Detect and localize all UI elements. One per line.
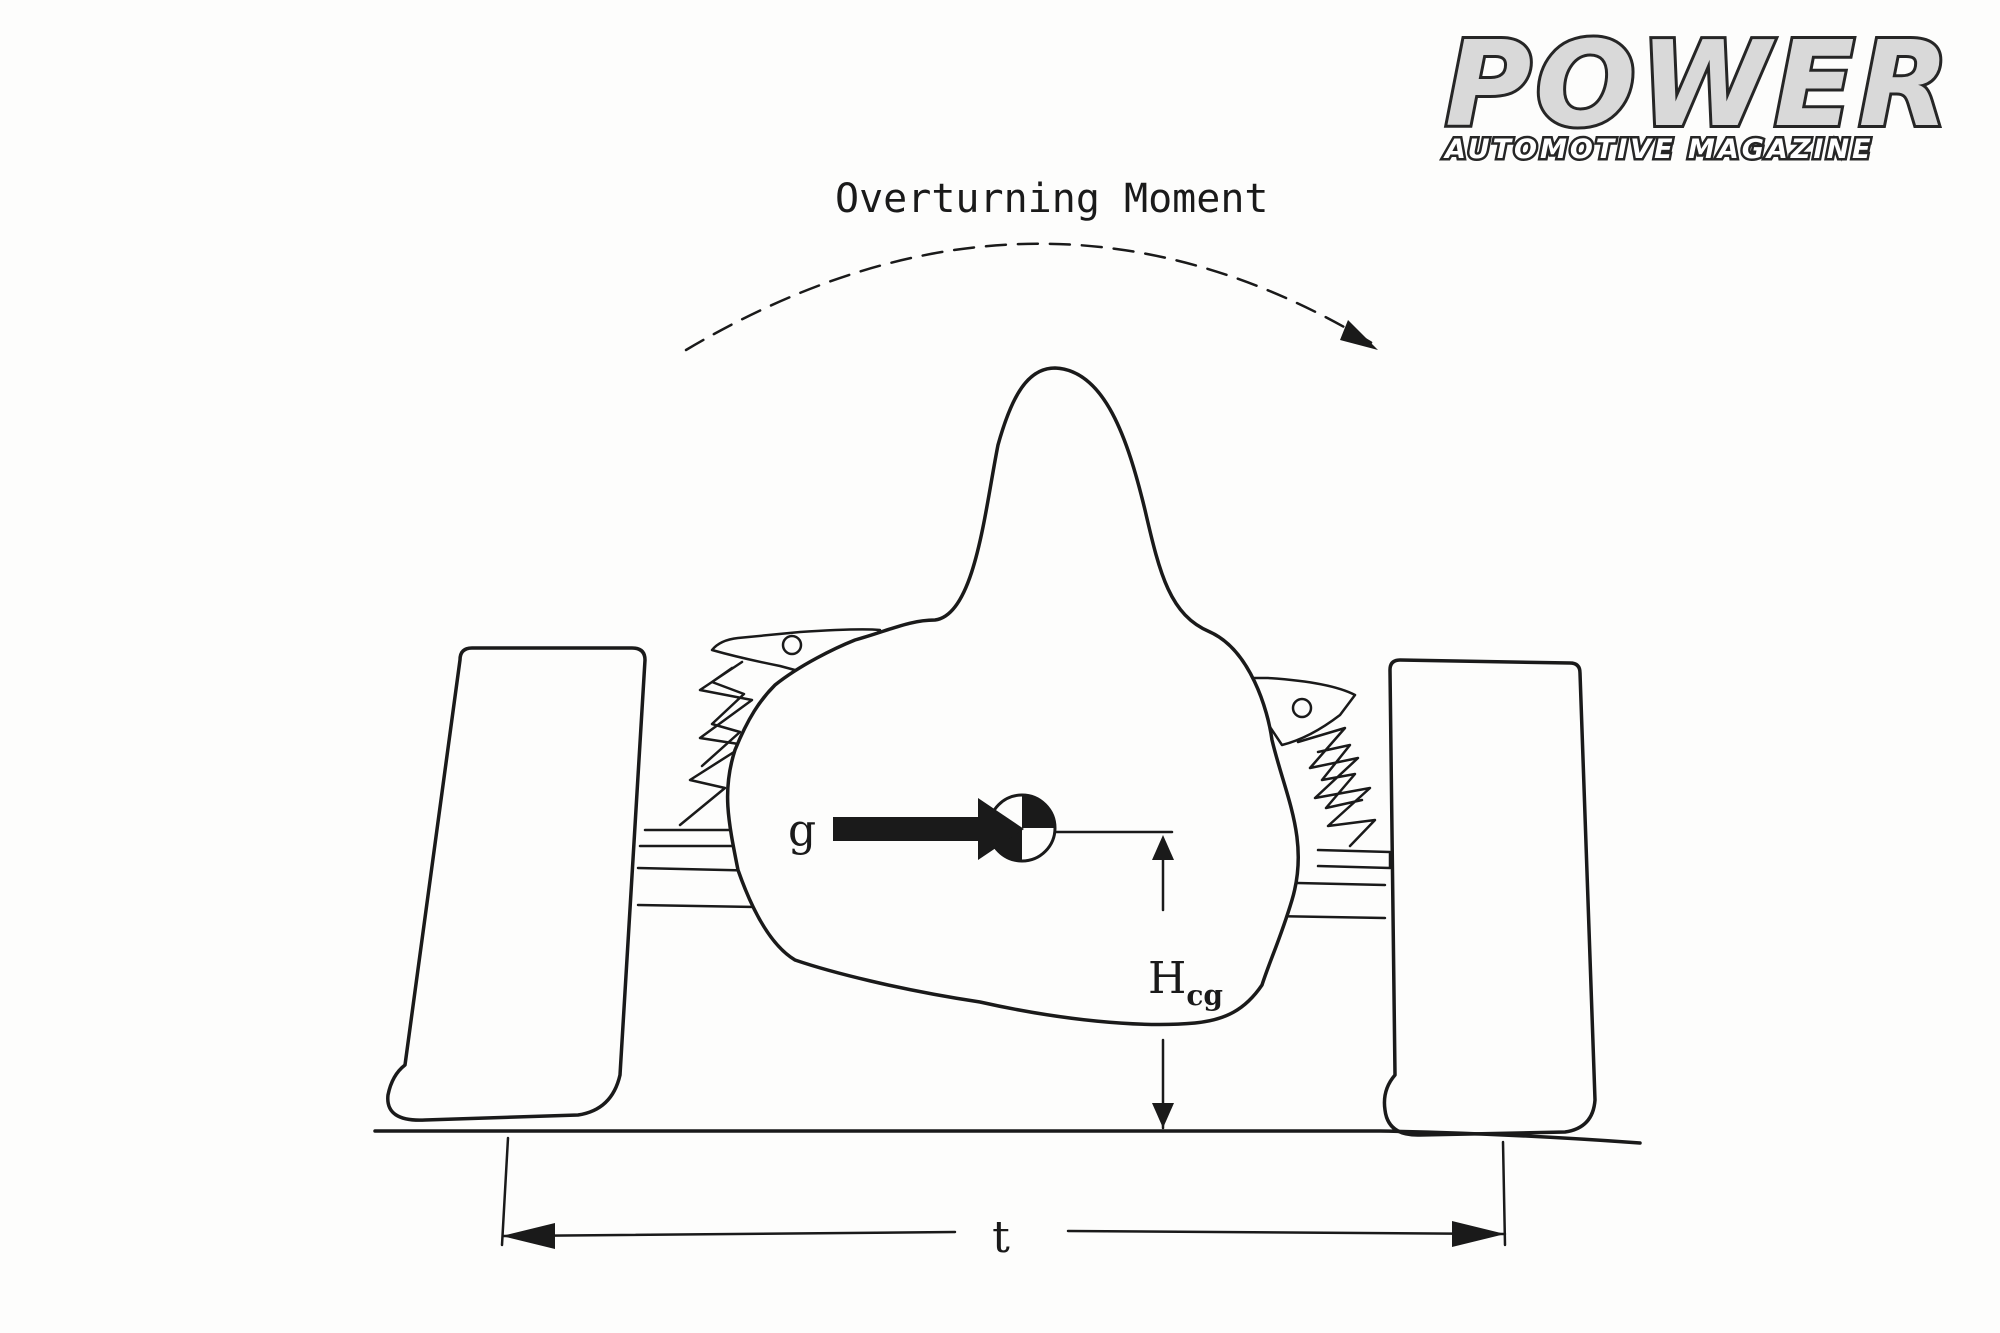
logo-subtitle: AUTOMOTIVE MAGAZINE [1443,134,1874,165]
car-body [725,366,1300,1027]
right-suspension [1220,676,1392,870]
left-pivot-icon [781,634,803,656]
overturning-moment-arrow [684,242,1377,352]
right-pivot-icon [1291,697,1313,719]
cg-height-dimension [1152,835,1174,1130]
lateral-g-arrow [833,798,1024,860]
overturning-moment-title: Overturning Moment [835,176,1268,222]
logo-title: POWER [1445,15,1953,153]
hcg-label-main: H [1148,953,1186,1004]
right-spring-icon [1296,726,1377,848]
overturning-moment-arrowhead [1340,320,1378,350]
left-wheel [386,646,647,1122]
g-label: g [788,805,816,856]
hcg-label-subscript: cg [1186,979,1223,1012]
hcg-label: Hcg [1148,953,1223,1012]
right-wheel [1382,658,1597,1137]
left-spring-icon [678,660,754,827]
track-width-label: t [992,1212,1010,1263]
track-width-dimension [500,1136,1507,1249]
power-logo: POWER AUTOMOTIVE MAGAZINE [1441,12,1953,168]
